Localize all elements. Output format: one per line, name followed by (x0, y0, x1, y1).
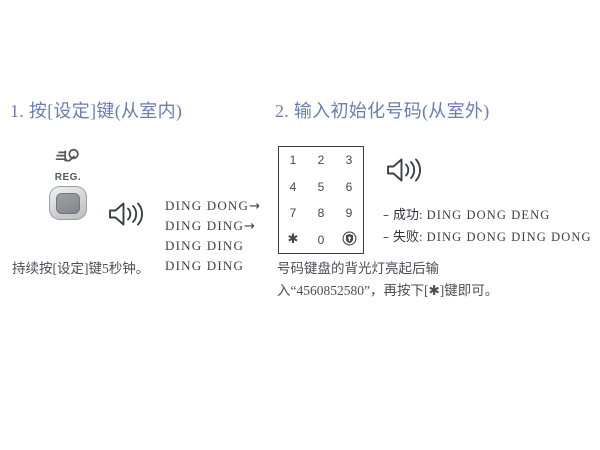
result-row-success: – 成功: DING DONG DENG (383, 204, 592, 226)
step-1-tone-list: DING DONG→ DING DING→ DING DING DING DIN… (165, 196, 260, 276)
keypad-key-9[interactable]: 9 (345, 206, 353, 221)
step-1-body: REG. DING DONG→ DI (10, 146, 272, 273)
step-2-result-list: – 成功: DING DONG DENG – 失败: DING DONG DIN… (383, 204, 592, 248)
tone-line: DING DING (165, 256, 260, 276)
tone-arrow: → (249, 199, 261, 214)
tone-text: DING DING (165, 238, 245, 253)
result-tone: DING DONG DING DONG (426, 230, 592, 244)
tone-text: DING DING (165, 258, 245, 273)
speaker-sound-icon (107, 200, 149, 233)
keypad-key-4[interactable]: 4 (289, 179, 297, 194)
keypad-key-6[interactable]: 6 (345, 179, 353, 194)
step-1-column: 1. 按[设定]键(从室内) (10, 100, 272, 273)
step-1-caption: 持续按[设定]键5秒钟。 (12, 261, 150, 276)
result-tone: DING DONG DENG (426, 208, 551, 222)
keypad-key-1[interactable]: 1 (289, 153, 297, 168)
reg-label: REG. (54, 172, 82, 183)
step-2-column: 2. 输入初始化号码(从室外) 1 2 3 4 5 6 7 8 9 ✱ 0 (275, 100, 595, 258)
keypad-key-lock[interactable] (335, 227, 363, 254)
result-dash: – (383, 230, 389, 244)
keypad-key-5[interactable]: 5 (317, 179, 325, 194)
tone-line: DING DING (165, 236, 260, 256)
shield-lock-icon (342, 231, 357, 249)
keypad-key-3[interactable]: 3 (345, 153, 353, 168)
tone-line: DING DONG→ (165, 196, 260, 216)
keypad-key-0[interactable]: 0 (317, 232, 325, 247)
result-dash: – (383, 208, 389, 222)
tone-arrow: → (244, 219, 255, 234)
step-2-caption: 号码键盘的背光灯亮起后输 入“4560852580”，再按下[✱]键即可。 (277, 258, 587, 302)
tone-line: DING DING→ (165, 216, 260, 236)
result-row-failure: – 失败: DING DONG DING DONG (383, 226, 592, 248)
step-2-caption-line-1: 号码键盘的背光灯亮起后输 (277, 261, 439, 276)
keypad-key-7[interactable]: 7 (289, 206, 297, 221)
result-label: 失败: (393, 229, 423, 244)
result-label: 成功: (393, 207, 423, 222)
tone-text: DING DONG (165, 198, 250, 213)
keypad-key-star[interactable]: ✱ (287, 232, 299, 248)
reg-button-unit[interactable]: REG. (38, 148, 98, 220)
keypad-key-2[interactable]: 2 (317, 153, 325, 168)
keypad[interactable]: 1 2 3 4 5 6 7 8 9 ✱ 0 (278, 146, 364, 254)
reg-button-cap (56, 192, 80, 214)
keypad-key-8[interactable]: 8 (317, 206, 325, 221)
tone-text: DING DING (165, 218, 245, 233)
press-finger-icon (38, 148, 98, 173)
step-2-body: 1 2 3 4 5 6 7 8 9 ✱ 0 (275, 146, 595, 258)
step-2-heading: 2. 输入初始化号码(从室外) (275, 101, 490, 121)
reg-button[interactable] (49, 186, 87, 220)
speaker-sound-icon (385, 156, 427, 189)
step-2-caption-line-2: 入“4560852580”，再按下[✱]键即可。 (277, 283, 499, 298)
step-1-heading: 1. 按[设定]键(从室内) (10, 101, 183, 121)
